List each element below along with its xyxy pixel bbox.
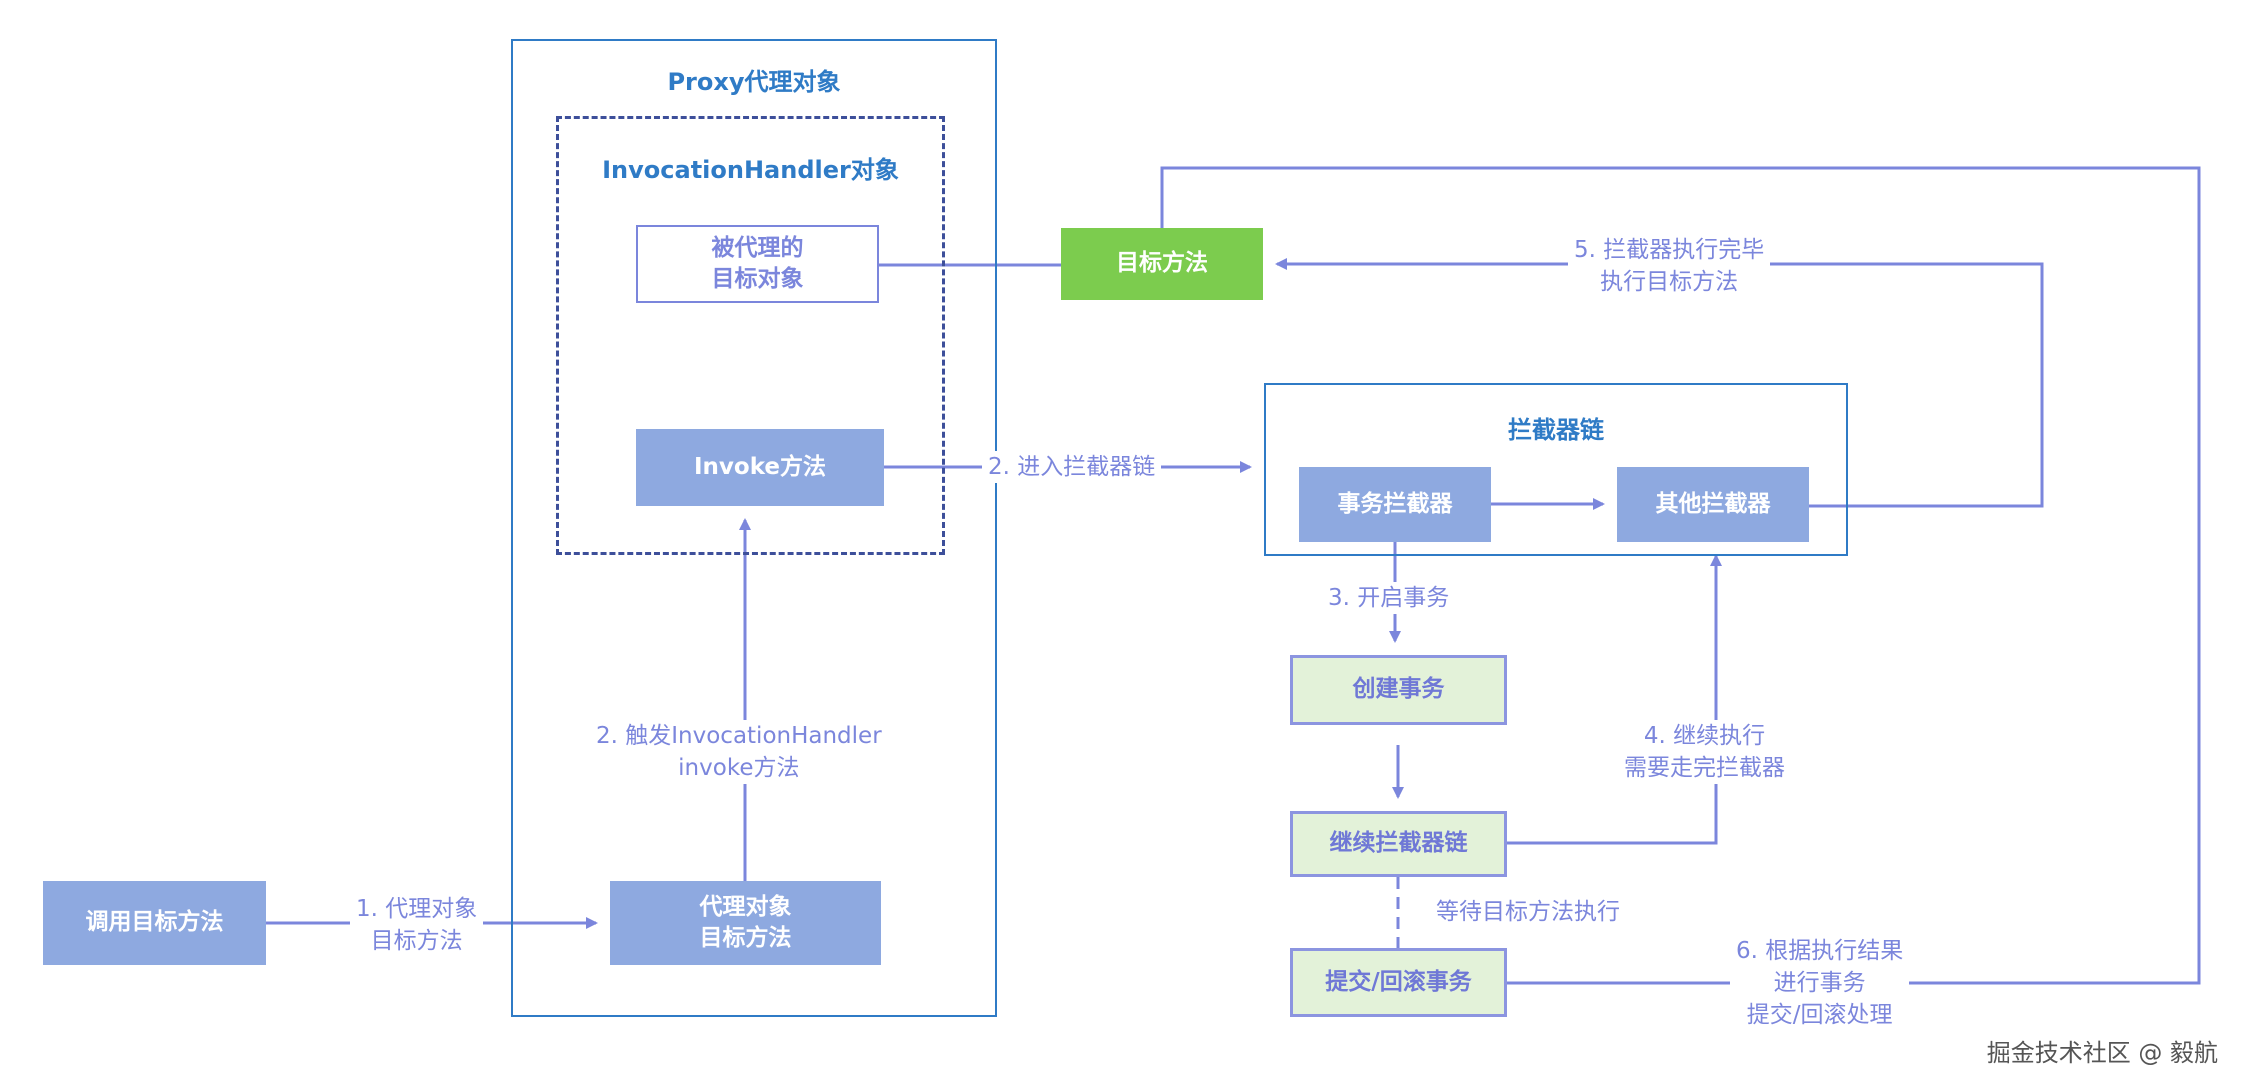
node-proxied-target[interactable]: 被代理的 目标对象 — [636, 225, 879, 303]
label-step3: 3. 开启事务 — [1322, 582, 1456, 615]
node-other-interceptor[interactable]: 其他拦截器 — [1617, 467, 1809, 542]
interceptor-chain-container — [1264, 383, 1848, 556]
label-step6: 6. 根据执行结果 进行事务 提交/回滚处理 — [1730, 935, 1910, 1032]
edge-step6 — [1160, 166, 2201, 985]
node-target-method[interactable]: 目标方法 — [1061, 228, 1263, 300]
label-step4: 4. 继续执行 需要走完拦截器 — [1618, 720, 1791, 785]
label-step2-trigger: 2. 触发InvocationHandler invoke方法 — [590, 720, 888, 785]
node-continue-chain[interactable]: 继续拦截器链 — [1290, 811, 1507, 877]
label-step1: 1. 代理对象 目标方法 — [350, 893, 484, 958]
invocation-handler-container — [556, 116, 945, 555]
invocation-handler-title: InvocationHandler对象 — [602, 156, 899, 184]
node-proxy-method[interactable]: 代理对象 目标方法 — [610, 881, 881, 965]
proxy-container — [511, 39, 997, 1017]
label-step2-enter: 2. 进入拦截器链 — [982, 451, 1162, 484]
node-create-tx[interactable]: 创建事务 — [1290, 655, 1507, 725]
label-wait: 等待目标方法执行 — [1430, 896, 1626, 929]
label-step5: 5. 拦截器执行完毕 执行目标方法 — [1568, 234, 1771, 299]
interceptor-chain-title: 拦截器链 — [1508, 416, 1604, 444]
node-invoke-method[interactable]: Invoke方法 — [636, 429, 884, 506]
proxy-title: Proxy代理对象 — [667, 68, 841, 96]
watermark: 掘金技术社区 @ 毅航 — [1986, 1039, 2218, 1067]
edge-step4 — [1507, 554, 1722, 845]
node-tx-interceptor[interactable]: 事务拦截器 — [1299, 467, 1491, 542]
node-commit-rollback[interactable]: 提交/回滚事务 — [1290, 948, 1507, 1017]
node-caller[interactable]: 调用目标方法 — [43, 881, 266, 965]
